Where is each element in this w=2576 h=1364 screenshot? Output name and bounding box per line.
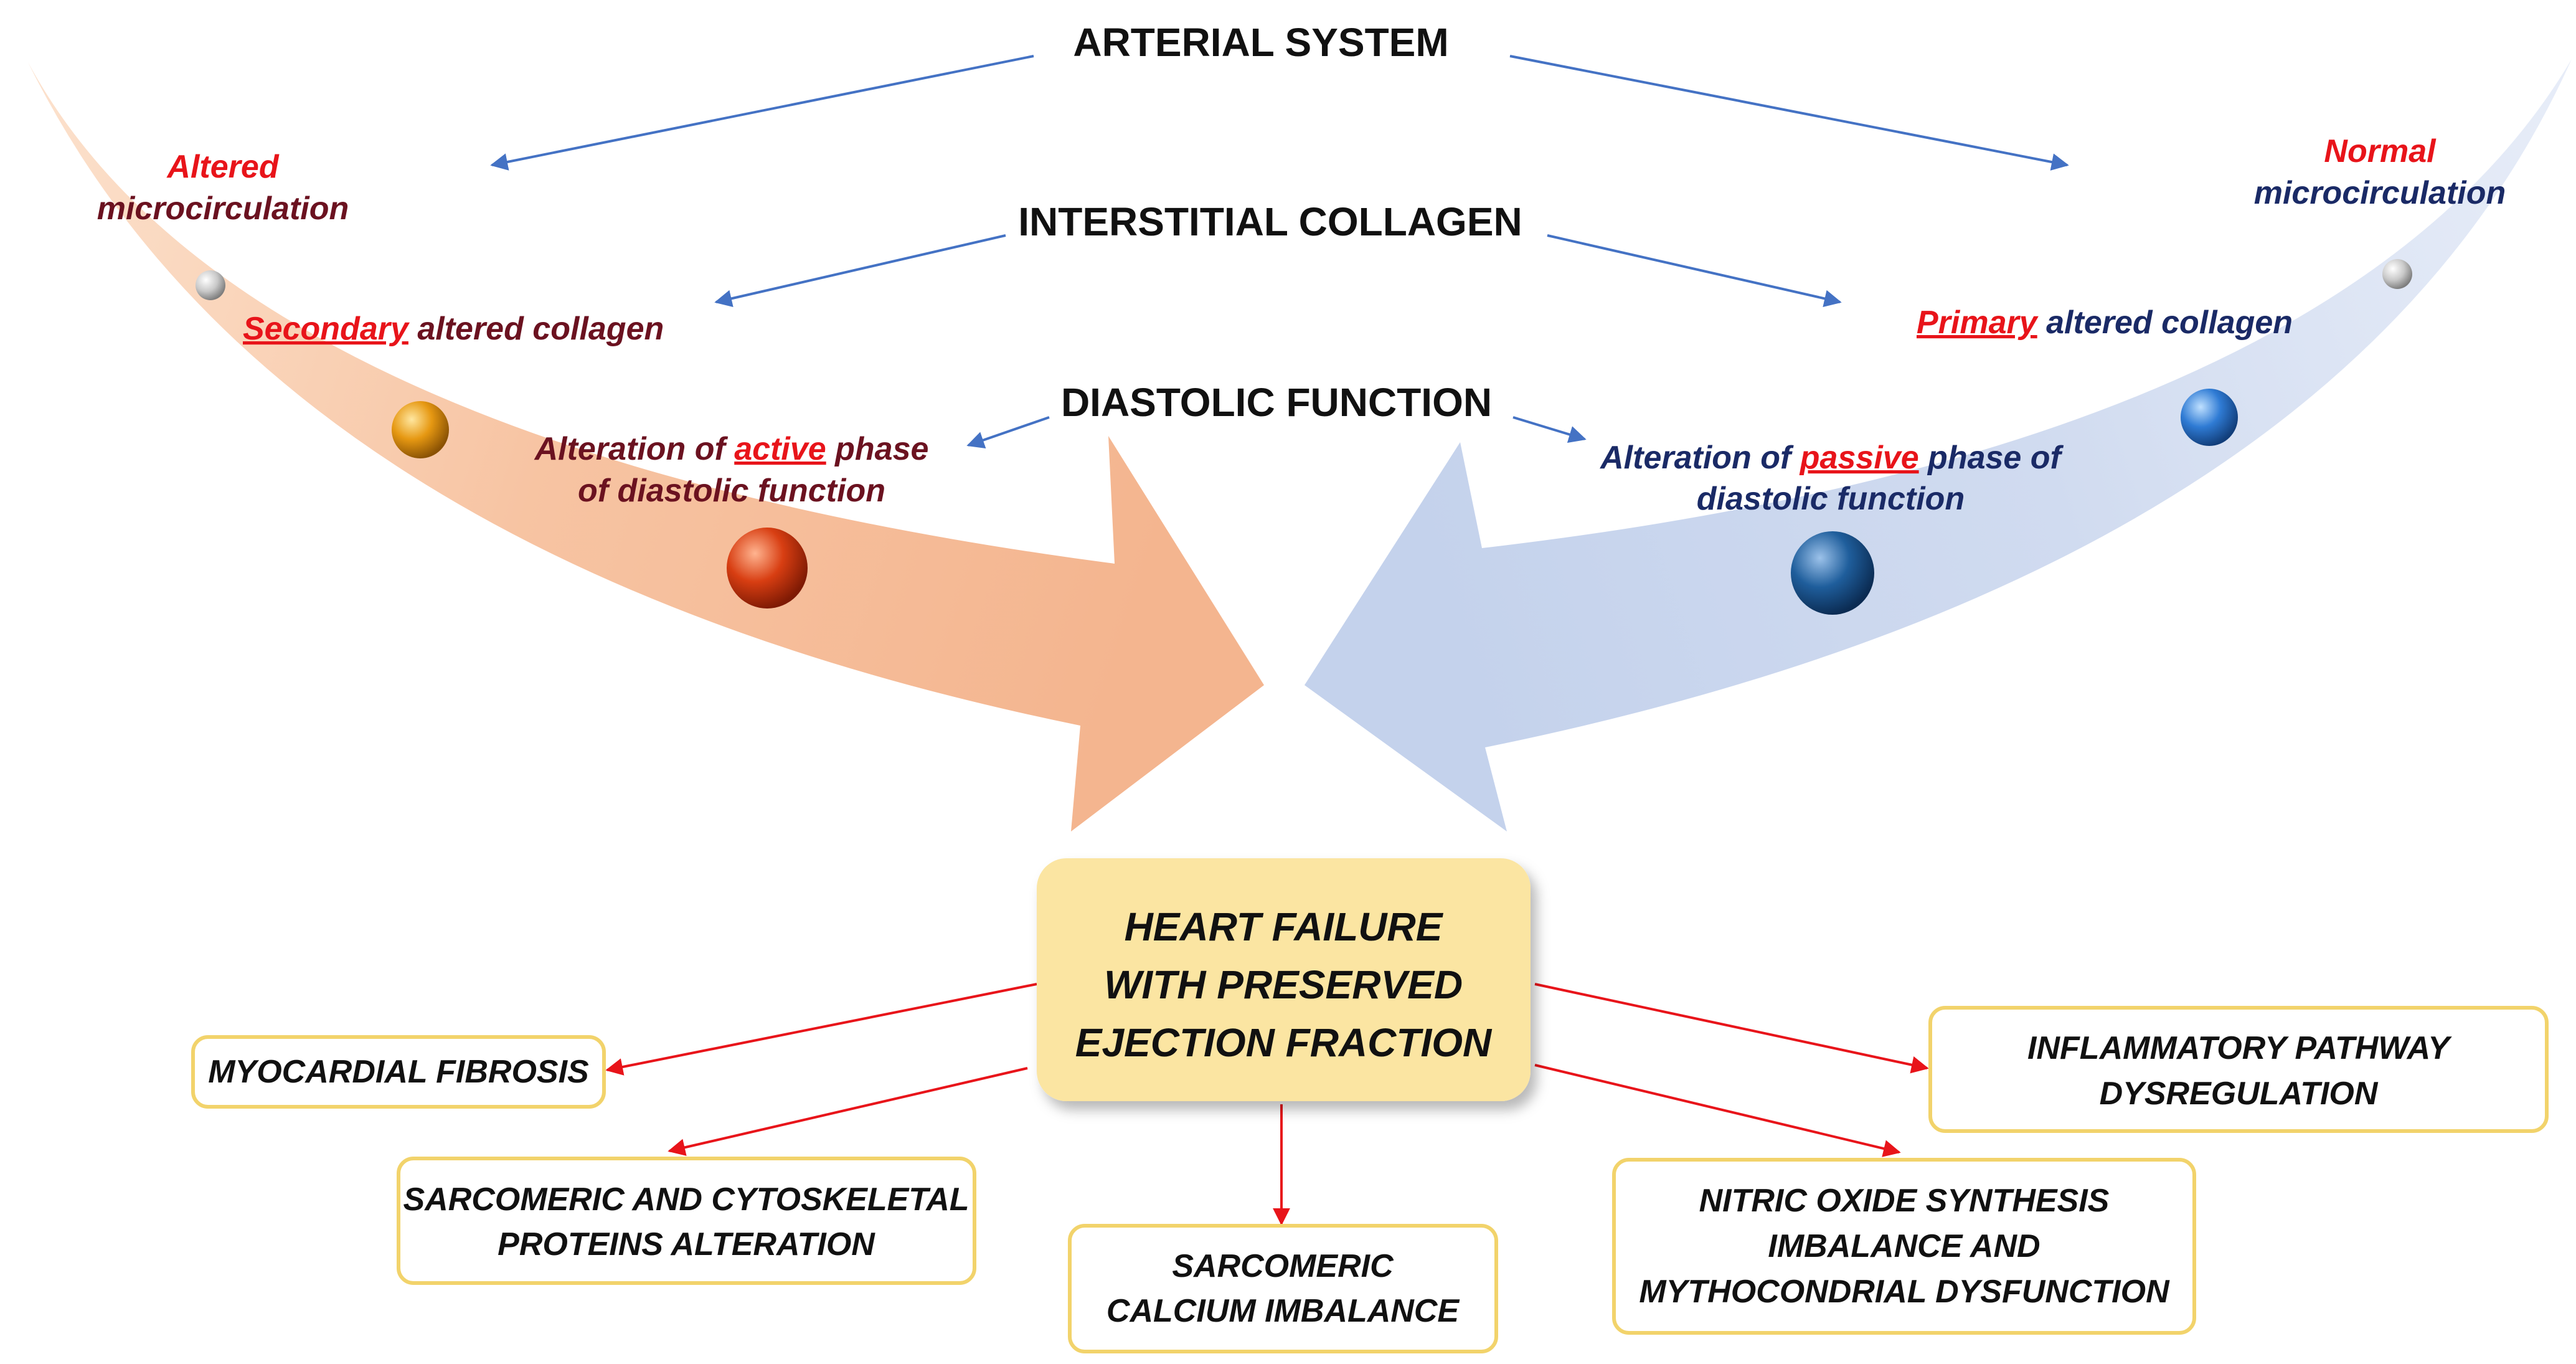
nitric-line1: NITRIC OXIDE SYNTHESIS [1699, 1183, 2110, 1219]
nitric-line3: MYTHOCONDRIAL DYSFUNCTION [1639, 1274, 2170, 1310]
inflammatory-line1: INFLAMMATORY PATHWAY [2027, 1030, 2452, 1066]
outcome-nitric-oxide: NITRIC OXIDE SYNTHESIS IMBALANCE AND MYT… [1612, 1158, 2196, 1335]
heading-interstitial-collagen: INTERSTITIAL COLLAGEN [1018, 199, 1522, 244]
left-microcirculation-line1: Altered [166, 149, 279, 185]
left-diastolic-line1: Alteration of active phase [534, 431, 929, 467]
hfpef-center-box: HEART FAILURE WITH PRESERVED EJECTION FR… [1037, 858, 1531, 1101]
outcome-sarcomeric-proteins: SARCOMERIC AND CYTOSKELETAL PROTEINS ALT… [397, 1157, 976, 1285]
right-collagen-key: Primary [1917, 305, 2039, 341]
outcome-myocardial-fibrosis: MYOCARDIAL FIBROSIS [191, 1035, 606, 1109]
interstitial-left-arrow [714, 234, 1006, 307]
fibrosis-label: MYOCARDIAL FIBROSIS [208, 1054, 589, 1090]
right-diastolic-key: passive [1799, 440, 1919, 476]
outcome-arrows [605, 983, 1929, 1226]
right-diastolic-post: phase of [1919, 440, 2064, 476]
calcium-line1: SARCOMERIC [1172, 1248, 1394, 1284]
right-collagen-label: Primary altered collagen [1917, 305, 2293, 341]
to-fibrosis-arrow [605, 983, 1037, 1076]
to-inflammatory-arrow [1534, 983, 1929, 1074]
center-line2: WITH PRESERVED [1104, 962, 1463, 1007]
outcome-calcium-imbalance: SARCOMERIC CALCIUM IMBALANCE [1068, 1224, 1498, 1353]
left-collagen-label: Secondary altered collagen [243, 311, 664, 347]
left-microcirculation-line2: microcirculation [97, 191, 349, 227]
center-line1: HEART FAILURE [1125, 904, 1444, 949]
heading-arterial-system: ARTERIAL SYSTEM [1073, 20, 1448, 65]
left-collagen-rest: altered collagen [408, 311, 664, 347]
nitric-line2: IMBALANCE AND [1768, 1228, 2040, 1264]
outcome-inflammatory-pathway: INFLAMMATORY PATHWAY DYSREGULATION [1928, 1006, 2549, 1133]
right-diastolic-pre: Alteration of [1599, 440, 1800, 476]
left-curved-arrow-band [28, 62, 1264, 831]
left-sphere-medium [392, 401, 449, 458]
left-diastolic-post: phase [826, 431, 929, 467]
right-microcirculation-line1: Normal [2324, 133, 2437, 169]
flow-arrows [490, 55, 2069, 448]
right-collagen-rest: altered collagen [2037, 305, 2293, 341]
diastolic-left-arrow [966, 416, 1050, 448]
to-nitric-arrow [1534, 1064, 1901, 1157]
left-diastolic-key: active [734, 431, 826, 467]
right-microcirculation-line2: microcirculation [2254, 175, 2506, 211]
to-sarcomeric-arrow [668, 1067, 1028, 1156]
sarcomeric-line1: SARCOMERIC AND CYTOSKELETAL [403, 1182, 969, 1218]
right-curved-arrow-band [1305, 59, 2572, 831]
sarcomeric-line2: PROTEINS ALTERATION [498, 1226, 875, 1262]
right-diastolic-line2: diastolic function [1697, 481, 1965, 517]
interstitial-right-arrow [1547, 234, 1842, 308]
center-line3: EJECTION FRACTION [1075, 1020, 1493, 1065]
right-diastolic-line1: Alteration of passive phase of [1599, 440, 2064, 476]
calcium-line2: CALCIUM IMBALANCE [1106, 1293, 1460, 1329]
left-diastolic-pre: Alteration of [534, 431, 735, 467]
right-sphere-large [1791, 531, 1874, 615]
right-sphere-small [2382, 259, 2412, 289]
left-collagen-key: Secondary [243, 311, 410, 347]
inflammatory-line2: DYSREGULATION [2100, 1076, 2379, 1112]
left-sphere-small [196, 270, 225, 300]
heading-diastolic-function: DIASTOLIC FUNCTION [1061, 380, 1492, 425]
left-diastolic-line2: of diastolic function [578, 473, 885, 509]
left-sphere-large [727, 528, 808, 609]
right-sphere-medium [2181, 389, 2238, 446]
diastolic-right-arrow [1512, 416, 1587, 443]
arterial-left-arrow [490, 55, 1034, 171]
arterial-right-arrow [1509, 55, 2069, 171]
